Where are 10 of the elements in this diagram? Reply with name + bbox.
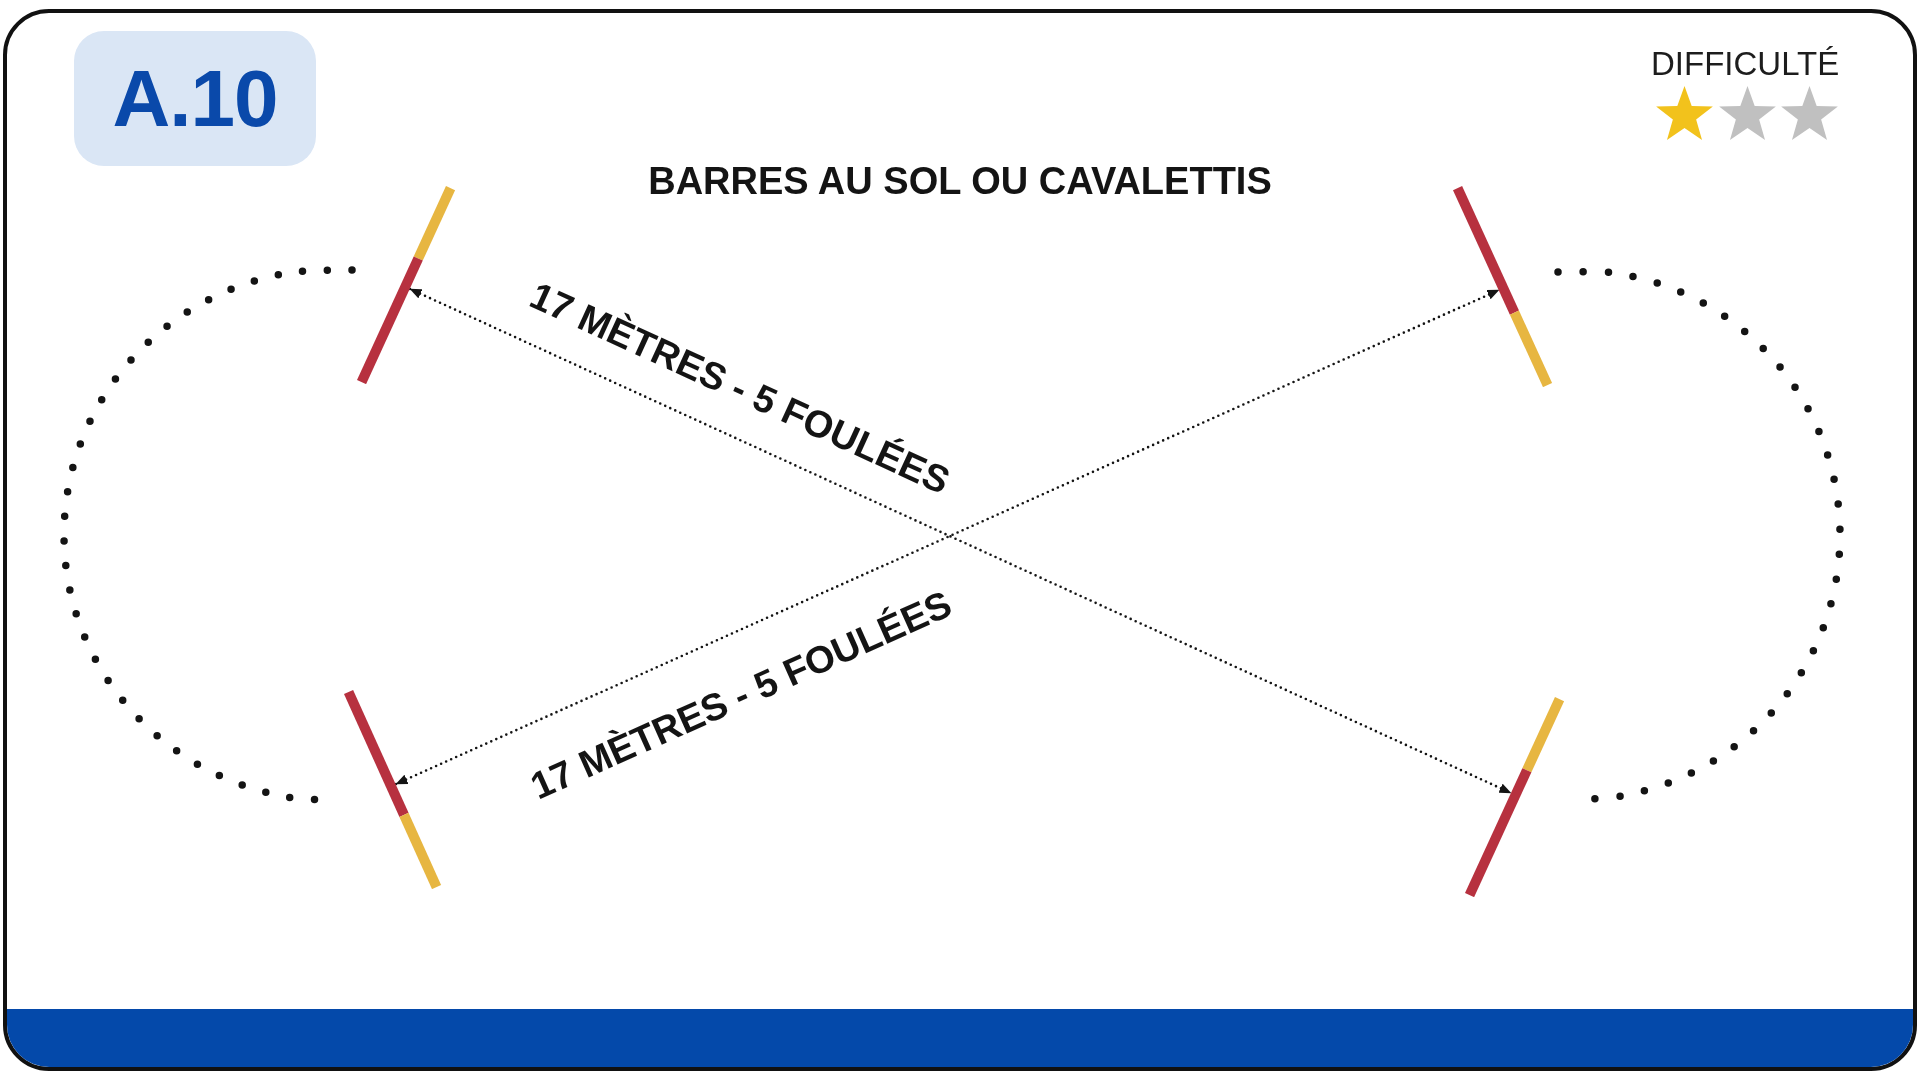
track-curve [1554, 268, 1844, 804]
ground-pole [1453, 185, 1553, 388]
track-curve [60, 266, 356, 804]
ground-pole [357, 185, 456, 385]
ground-pole [344, 689, 442, 890]
diagram-title: BARRES AU SOL OU CAVALETTIS [648, 159, 1272, 203]
ground-pole [1465, 696, 1565, 898]
code-badge [74, 31, 316, 166]
rating-heading: DIFFICULTÉ [1651, 45, 1840, 83]
code-label: A.10 [112, 58, 278, 139]
